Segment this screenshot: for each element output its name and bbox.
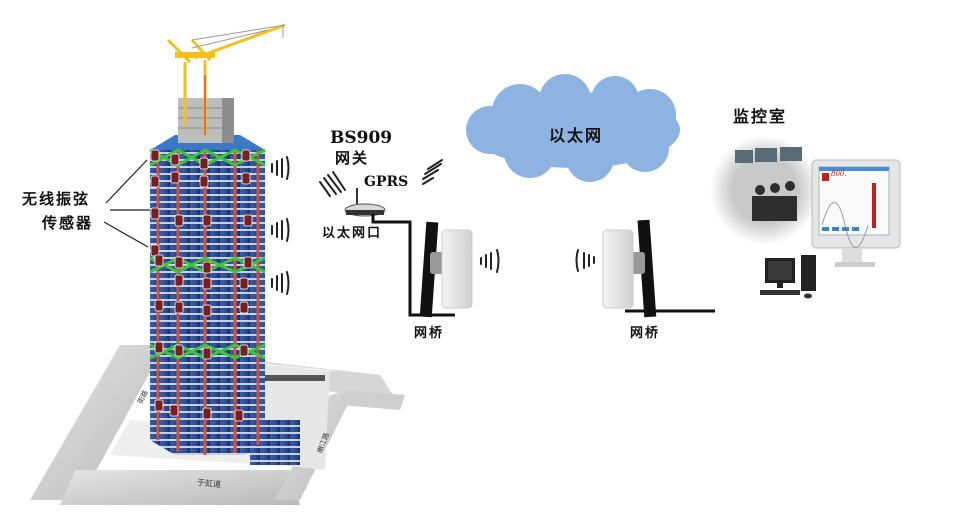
tower-crane — [166, 23, 286, 135]
bridge-device-right — [602, 219, 657, 318]
bridge-right-label: 网桥 — [630, 326, 661, 341]
monitor-reading: 800. — [831, 170, 847, 178]
control-room-label: 监控室 — [733, 107, 788, 126]
gateway-label: 网关 — [335, 149, 370, 167]
ethernet-cloud — [466, 74, 680, 182]
bridge-device-left — [419, 221, 473, 318]
signal-icon-bridge-left — [480, 249, 500, 273]
desktop-pc — [760, 255, 816, 299]
signal-icon-tower-1 — [271, 156, 290, 180]
gprs-label: GPRS — [364, 174, 409, 190]
high-rise-tower — [149, 98, 266, 455]
gateway-model-label: BS909 — [330, 128, 393, 148]
signal-icon-bridge-right — [575, 249, 595, 272]
signal-icon-tower-3 — [271, 271, 290, 295]
road-top-right — [340, 390, 405, 410]
gateway-router — [344, 188, 386, 217]
signal-icon-tower-2 — [271, 218, 290, 242]
signal-icon-gateway-right — [422, 159, 443, 185]
signal-icon-gateway-left — [319, 171, 346, 197]
road-left — [30, 345, 165, 500]
signal-icons — [271, 156, 595, 295]
lcd-monitor — [811, 159, 901, 267]
sensor-label-line2: 传感器 — [42, 214, 94, 232]
road-bottom — [60, 470, 300, 505]
sensor-pointer-lines — [103, 159, 150, 248]
control-room-photo — [710, 135, 820, 245]
bridge-left-label: 网桥 — [414, 326, 445, 341]
sensor-label-line1: 无线振弦 — [22, 190, 91, 208]
cloud-label: 以太网 — [549, 126, 604, 145]
ethernet-port-label: 以太网口 — [322, 226, 383, 241]
street-label-bottom: 于虹道 — [196, 477, 222, 490]
